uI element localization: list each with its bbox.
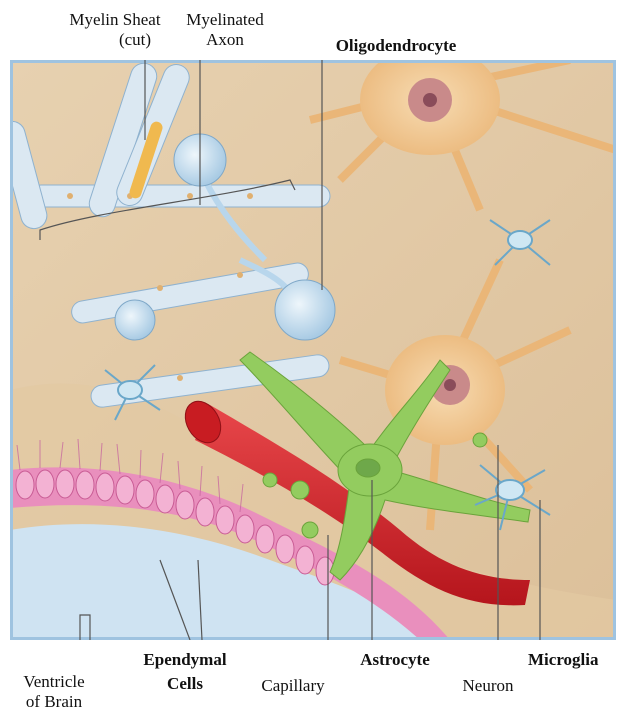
label-ventricle-line1: Ventricle: [4, 672, 104, 692]
label-ependymal-cells: Ependymal Cells: [130, 650, 240, 694]
label-myelin-sheath-line1: Myelin Sheat: [40, 10, 190, 30]
label-myelinated-line1: Myelinated: [170, 10, 280, 30]
label-myelin-sheath: Myelin Sheat (cut): [40, 10, 190, 50]
label-capillary: Capillary: [248, 676, 338, 696]
label-astrocyte: Astrocyte: [345, 650, 445, 670]
label-neuron: Neuron: [448, 676, 528, 696]
label-ependymal-line2: Cells: [130, 674, 240, 694]
label-ventricle-of-brain: Ventricle of Brain: [4, 672, 104, 712]
label-oligodendrocyte: Oligodendrocyte: [316, 36, 476, 56]
label-microglia: Microglia: [528, 650, 622, 670]
glial-cell-illustration: [10, 60, 616, 640]
label-myelinated-line2: Axon: [170, 30, 280, 50]
label-ventricle-line2: of Brain: [4, 692, 104, 712]
label-ependymal-line1: Ependymal: [130, 650, 240, 670]
label-myelinated-axon: Myelinated Axon: [170, 10, 280, 50]
label-myelin-sheath-line2: (cut): [40, 30, 190, 50]
